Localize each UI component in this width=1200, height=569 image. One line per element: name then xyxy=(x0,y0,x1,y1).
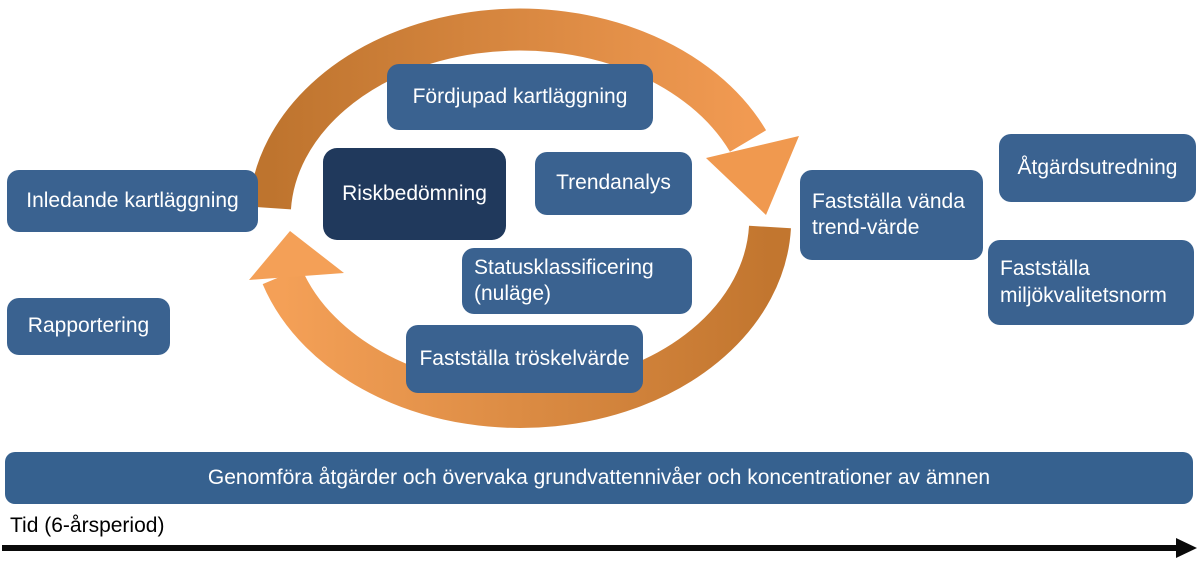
step-fordjupad-kartlaggning: Fördjupad kartläggning xyxy=(387,64,653,130)
step-inledande-kartlaggning: Inledande kartläggning xyxy=(7,170,258,232)
cycle-arrow-top-arrowhead-icon xyxy=(706,136,799,215)
step-atgardsutredning: Åtgärdsutredning xyxy=(999,134,1196,202)
step-label: Fördjupad kartläggning xyxy=(412,84,628,108)
timeline-label: Tid (6-årsperiod) xyxy=(10,514,165,537)
banner-label: Genomföra åtgärder och övervaka grundvat… xyxy=(207,466,991,489)
step-statusklassificering: Statusklassificering (nuläge) xyxy=(462,248,692,314)
step-faststalla-miljokvalitetsnorm: Fastställa miljökvalitetsnorm xyxy=(988,240,1194,325)
step-label: Statusklassificering (nuläge) xyxy=(474,255,654,305)
step-label: Riskbedömning xyxy=(342,181,487,205)
step-label: Fastställa tröskelvärde xyxy=(419,346,630,370)
cycle-arrow-bottom-arrowhead-icon xyxy=(249,231,344,280)
step-label: Inledande kartläggning xyxy=(26,188,239,212)
step-rapportering: Rapportering xyxy=(7,298,170,355)
step-faststalla-troskelvarde: Fastställa tröskelvärde xyxy=(406,325,643,393)
step-riskbedomning: Riskbedömning xyxy=(323,148,506,240)
step-label: Fastställa miljökvalitetsnorm xyxy=(1000,257,1167,307)
step-label: Åtgärdsutredning xyxy=(1017,155,1178,179)
step-label: Fastställa vända trend-värde xyxy=(812,189,965,239)
cycle-arrow-top xyxy=(249,8,767,210)
step-label: Rapportering xyxy=(27,314,150,338)
step-trendanalys: Trendanalys xyxy=(535,152,692,215)
banner-genomfora-atgarder: Genomföra åtgärder och övervaka grundvat… xyxy=(5,452,1193,504)
step-faststalla-vanda-trendvarde: Fastställa vända trend-värde xyxy=(800,170,983,260)
cycle-arrow-bottom xyxy=(262,225,791,428)
timeline-arrowhead-icon xyxy=(1176,538,1197,558)
step-label: Trendanalys xyxy=(556,171,671,195)
